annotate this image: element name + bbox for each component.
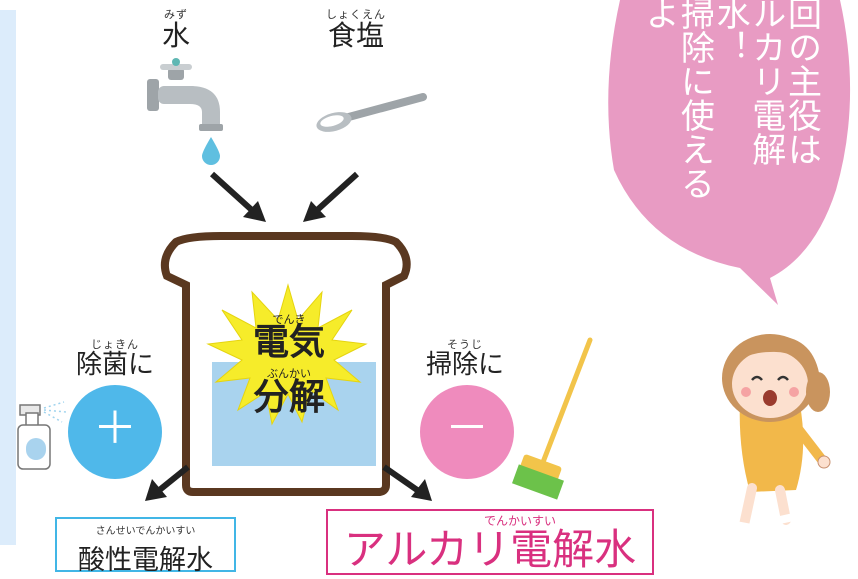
arrow-salt-in-icon bbox=[303, 171, 360, 222]
salt-label: 食塩 bbox=[327, 19, 384, 52]
acidic-water-label: 酸性電解水 bbox=[78, 545, 213, 576]
water-label: 水 bbox=[161, 19, 190, 52]
side-panel bbox=[0, 10, 16, 545]
salt-ruby: しょくえん bbox=[326, 8, 386, 21]
faucet-icon bbox=[147, 58, 223, 131]
alkaline-water-ruby: でんかいすい bbox=[483, 514, 556, 528]
sterilize-label-group: じょきん 除菌に bbox=[70, 336, 160, 378]
arrow-alkaline-out-icon bbox=[382, 464, 432, 501]
minus-sign: － bbox=[445, 403, 489, 454]
acidic-water-box: さんせいでんかいすい 酸性電解水 bbox=[55, 517, 236, 576]
sterilize-label: 除菌に bbox=[75, 350, 154, 380]
electric-burst-icon bbox=[206, 283, 368, 426]
acidic-circle: ＋ bbox=[68, 385, 162, 479]
speech-line-3: 掃除に使えるよ bbox=[638, 0, 715, 200]
clean-label-group: そうじ 掃除に bbox=[420, 336, 510, 378]
electricity-label: 電気 bbox=[252, 322, 325, 363]
water-label-group: みず 水 bbox=[146, 6, 206, 50]
decomposition-label: 分解 bbox=[252, 377, 325, 418]
spoon-icon bbox=[316, 93, 427, 132]
water-drop-icon bbox=[202, 137, 220, 165]
acidic-water-ruby: さんせいでんかいすい bbox=[95, 526, 196, 537]
speech-line-2: ルカリ電解水！ bbox=[710, 0, 786, 166]
speech-bubble-text: 回の主役は ルカリ電解水！ 掃除に使えるよ bbox=[638, 0, 822, 216]
plus-sign: ＋ bbox=[93, 403, 137, 454]
arrow-water-in-icon bbox=[209, 171, 266, 222]
girl-character-icon bbox=[722, 334, 831, 532]
alkaline-water-label: アルカリ電解水 bbox=[343, 525, 637, 574]
denki-ruby: でんき bbox=[272, 313, 306, 326]
bunkai-ruby: ぶんかい bbox=[267, 367, 311, 380]
speech-bubble bbox=[608, 0, 851, 305]
speech-line-1: 回の主役は bbox=[781, 0, 822, 166]
spray-bottle-icon bbox=[17, 401, 67, 470]
alkaline-water-box: でんかいすい アルカリ電解水 bbox=[326, 509, 654, 575]
water-ruby: みず bbox=[164, 8, 188, 21]
arrow-acidic-out-icon bbox=[145, 464, 190, 501]
alkaline-circle: － bbox=[420, 385, 514, 479]
broom-icon bbox=[512, 337, 593, 500]
container-outline bbox=[160, 232, 411, 496]
sterilize-ruby: じょきん bbox=[91, 338, 139, 351]
salt-label-group: しょくえん 食塩 bbox=[306, 6, 406, 50]
clean-ruby: そうじ bbox=[447, 338, 483, 351]
clean-label: 掃除に bbox=[425, 350, 504, 380]
